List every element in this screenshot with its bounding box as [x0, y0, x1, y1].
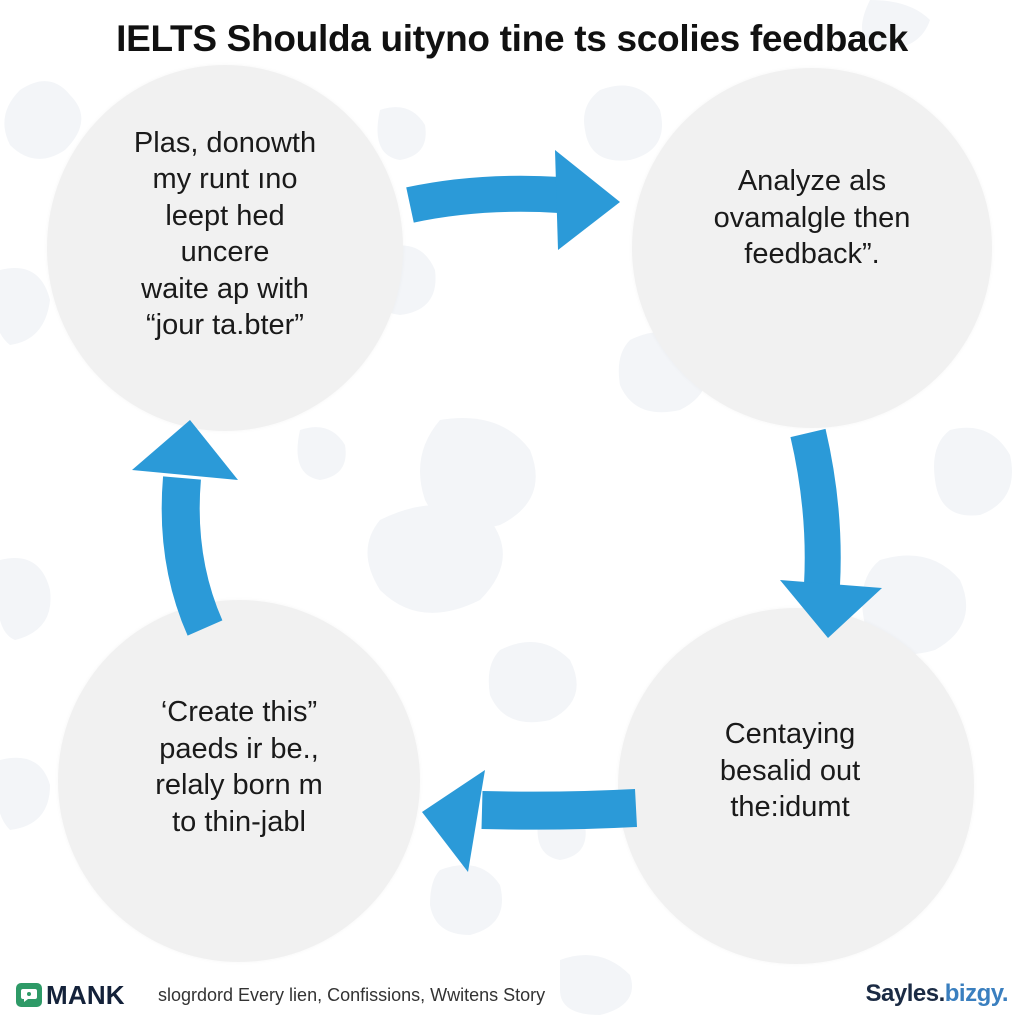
cycle-step-analyze: Analyze als ovamalgle then feedback”. — [632, 68, 992, 428]
arrow-right-icon — [406, 150, 620, 250]
cycle-step-centaying-text: Centaying besalid out the:idumt — [720, 716, 860, 826]
site-domain-tld: bizgy. — [944, 980, 1009, 1007]
step-line: ‘Create this” — [160, 696, 318, 728]
cycle-step-create: ‘Create this” paeds ir be., relaly born … — [58, 600, 420, 962]
cycle-step-plan-text: Plas, donowth my runt ıno leept hed unce… — [134, 125, 316, 344]
step-line: paeds ir be., — [159, 732, 319, 765]
step-line: besalid out — [719, 754, 861, 787]
step-line: to thin-jabl — [172, 805, 306, 838]
cycle-step-create-text: ‘Create this” paeds ir be., relaly born … — [155, 694, 323, 840]
site-domain-name: Sayles. — [865, 980, 946, 1007]
step-line: Plas, donowth — [133, 126, 317, 159]
cycle-step-plan: Plas, donowth my runt ıno leept hed unce… — [47, 65, 403, 431]
brand-name: MANK — [46, 979, 125, 1010]
step-line: waite ap with — [141, 272, 309, 305]
step-line: Analyze als — [737, 165, 887, 198]
step-line: Centaying — [724, 718, 856, 751]
brand-logo: MANK — [16, 978, 125, 1012]
arrow-down-icon — [780, 428, 882, 638]
step-line: leept hed — [165, 199, 285, 232]
site-domain: Sayles.bizgy. — [865, 980, 1009, 1008]
footer-caption: slogrdord Every lien, Confissions, Wwite… — [158, 985, 546, 1005]
arrow-up-icon — [132, 420, 238, 636]
cycle-step-analyze-text: Analyze als ovamalgle then feedback”. — [714, 163, 911, 273]
step-line: my runt ıno — [152, 163, 298, 195]
step-line: feedback”. — [744, 238, 880, 271]
page-title: IELTS Shoulda uityno tine ts scolies fee… — [116, 18, 908, 59]
chat-bubble-icon — [16, 983, 42, 1007]
step-line: “jour ta.bter” — [146, 309, 304, 341]
cycle-step-centaying: Centaying besalid out the:idumt — [618, 608, 974, 964]
arrow-left-icon — [422, 770, 637, 872]
step-line: the:idumt — [730, 791, 850, 824]
step-line: relaly born m — [155, 769, 323, 801]
step-line: uncere — [180, 236, 270, 268]
step-line: ovamalgle then — [713, 201, 911, 234]
